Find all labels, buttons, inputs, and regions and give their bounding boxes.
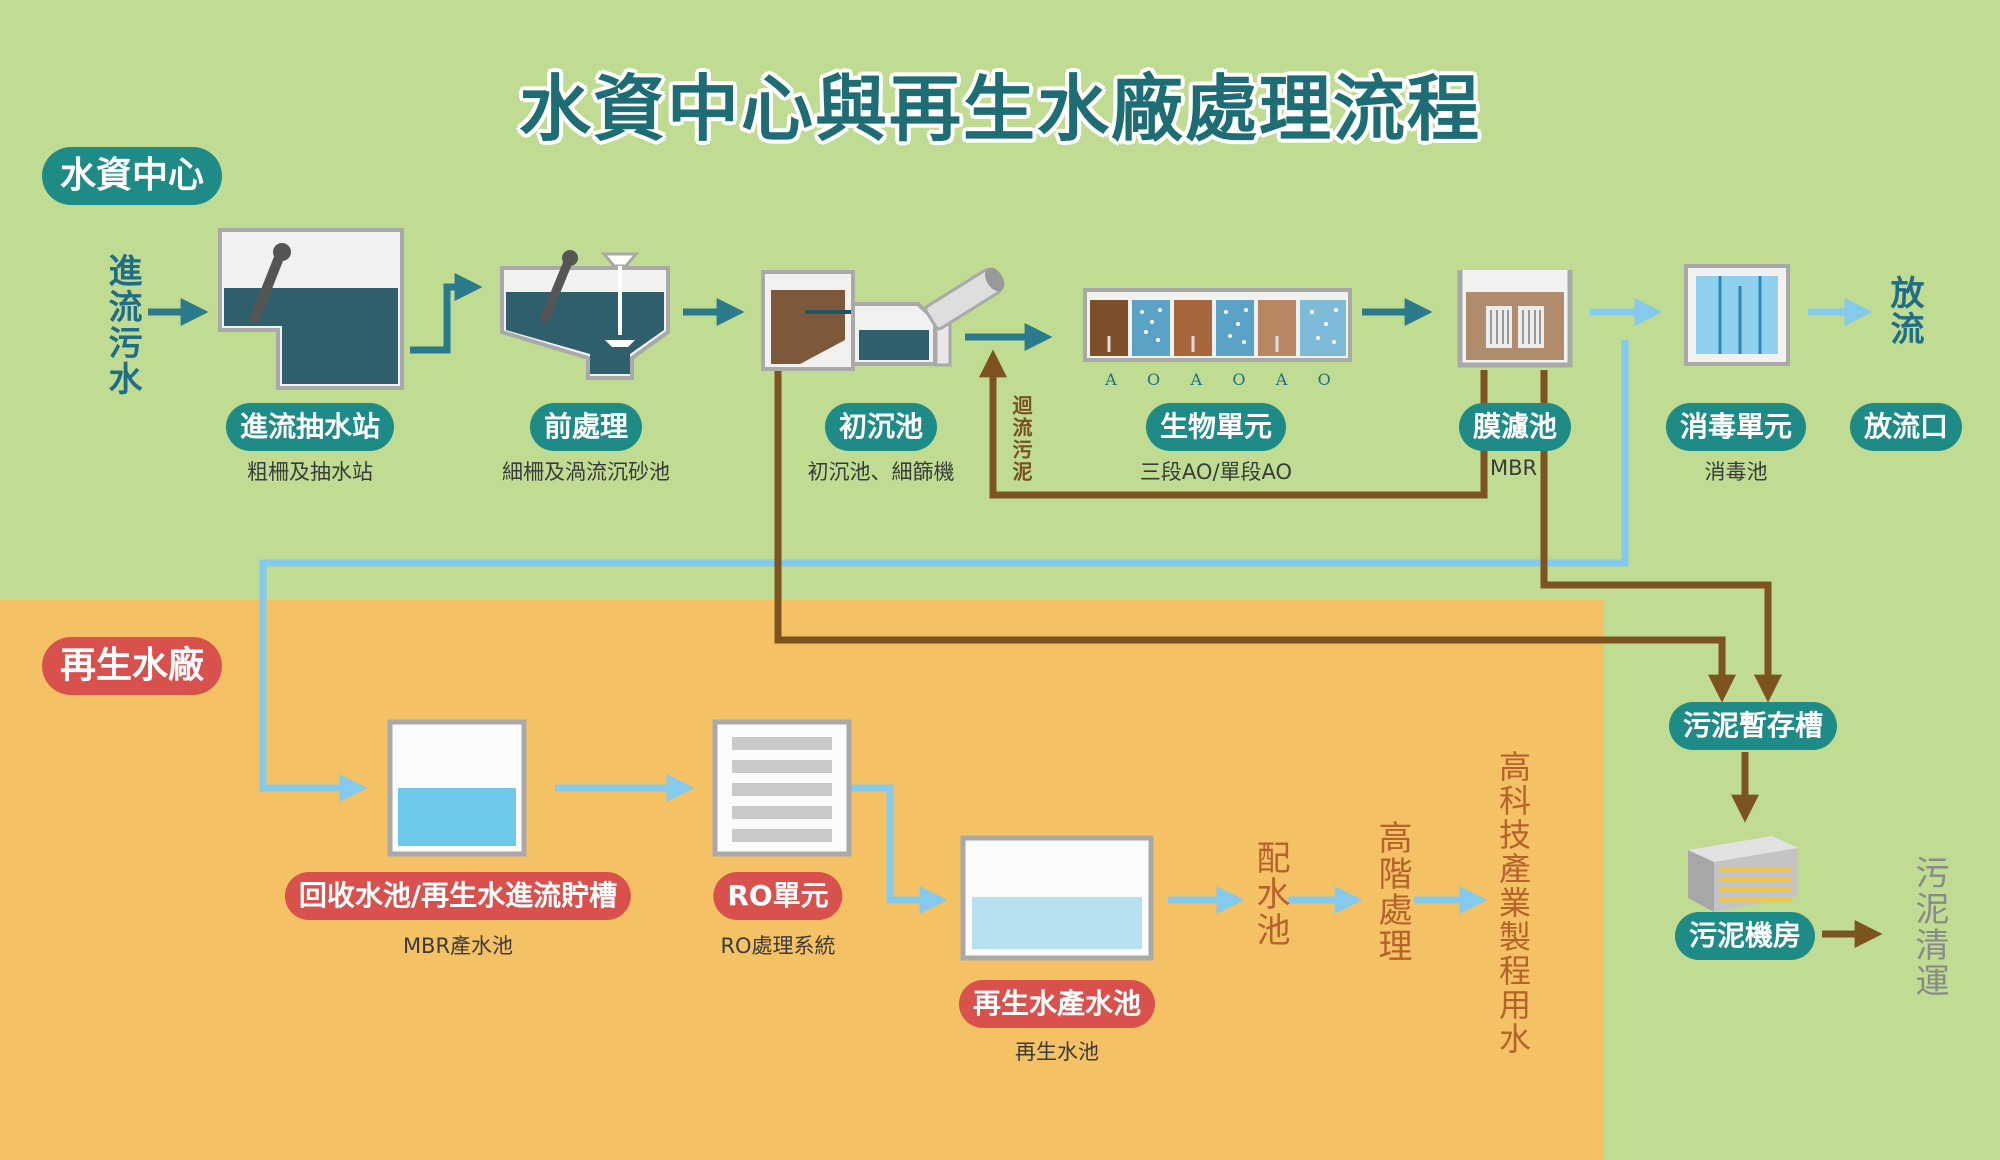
- recovery-tank-sub: MBR產水池: [402, 934, 514, 958]
- ro-unit-sub: RO處理系統: [720, 934, 836, 958]
- ao-letter: A: [1190, 370, 1203, 389]
- ao-letter: A: [1105, 370, 1117, 389]
- advanced-treatment-label: 高階處理: [1372, 820, 1412, 964]
- sludge-house-icon: [1688, 836, 1798, 912]
- return-sludge-label: 迴流污泥: [1009, 395, 1033, 483]
- reclaimed-product-tank-icon: [960, 835, 1154, 961]
- pretreatment-icon: [500, 250, 670, 380]
- ro-unit-icon: [712, 719, 852, 857]
- stage-mbr-sub: MBR: [1490, 456, 1538, 480]
- sludge-house: 污泥機房: [1674, 912, 1816, 960]
- recovery-tank-label: 回收水池/再生水進流貯槽: [284, 872, 632, 920]
- ao-letter: O: [1317, 370, 1331, 389]
- primary-sludge-line: [774, 370, 1736, 703]
- ao-letter: A: [1275, 370, 1288, 389]
- stage-primary-clarifier: 初沉池: [824, 403, 938, 451]
- mbr-sludge-line: [1540, 370, 1782, 703]
- stage-mbr: 膜濾池: [1458, 403, 1572, 451]
- stage-pretreatment: 前處理: [529, 403, 643, 451]
- stage-disinfection: 消毒單元: [1665, 403, 1807, 451]
- industry-water-label: 高科技產業製程用水: [1494, 750, 1532, 1056]
- stage-outfall: 放流口: [1849, 403, 1963, 451]
- ao-letter: O: [1147, 370, 1161, 389]
- reclaimed-product-label: 再生水產水池: [958, 980, 1156, 1028]
- distribution-pool-label: 配水池: [1250, 840, 1290, 948]
- stage-disinfection-sub: 消毒池: [1704, 460, 1768, 484]
- disinfection-tank-icon: [1684, 264, 1790, 366]
- mbr-tank-icon: [1457, 270, 1573, 368]
- page-title: 水資中心與再生水廠處理流程: [518, 67, 1481, 151]
- biological-tanks-icon: [1083, 288, 1352, 362]
- mbr-to-reclaimed-line: [259, 340, 1629, 802]
- section-water-center: 水資中心: [42, 147, 223, 205]
- ro-unit-label: RO單元: [713, 872, 843, 920]
- arrow-ro-product: [850, 784, 948, 914]
- stage-pump-station-sub: 粗柵及抽水站: [247, 460, 373, 484]
- sludge-storage: 污泥暫存槽: [1668, 702, 1838, 750]
- stage-pump-station: 進流抽水站: [225, 403, 395, 451]
- ao-letters: A O A O A O: [1090, 370, 1346, 389]
- ao-letter: O: [1232, 370, 1246, 389]
- pump-station-icon: [218, 228, 404, 390]
- discharge-label: 放流: [1884, 275, 1924, 347]
- sludge-transport-label: 污泥清運: [1909, 855, 1949, 999]
- recovery-tank-icon: [387, 719, 527, 857]
- primary-clarifier-icon: [761, 267, 1005, 371]
- stage-biological-sub: 三段AO/單段AO: [1139, 460, 1293, 484]
- inflow-label: 進流污水: [102, 253, 142, 397]
- stage-pretreatment-sub: 細柵及渦流沉砂池: [502, 460, 670, 484]
- section-reclaimed-plant: 再生水廠: [42, 637, 223, 695]
- stage-biological: 生物單元: [1145, 403, 1287, 451]
- stage-primary-clarifier-sub: 初沉池、細篩機: [807, 460, 955, 484]
- arrow-pump-pre: [410, 273, 483, 354]
- reclaimed-product-sub: 再生水池: [1015, 1040, 1099, 1064]
